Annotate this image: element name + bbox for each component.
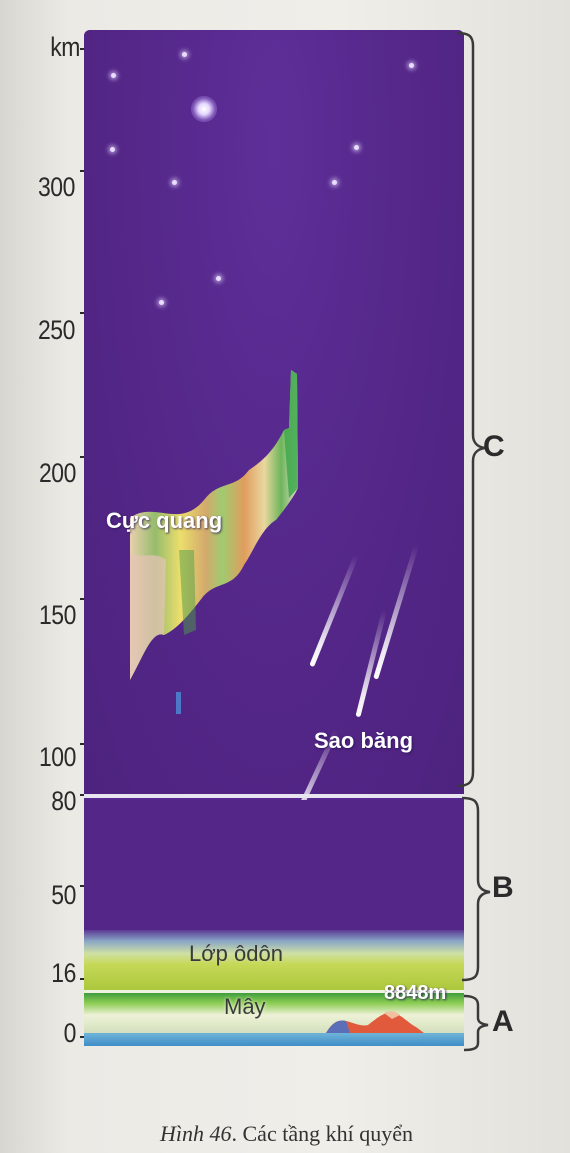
figure-caption: Hình 46. Các tầng khí quyển — [160, 1121, 413, 1147]
earth-surface — [84, 1033, 464, 1046]
axis-tick-label: 200 — [38, 458, 76, 488]
axis-tick-label: 16 — [51, 958, 76, 988]
atmosphere-panel: Cực quang Sao băng Lớp ôdôn Mây 8848m — [84, 30, 464, 1046]
axis-tick-label: 50 — [51, 880, 76, 910]
star-icon — [216, 276, 221, 281]
layer-c-label: C — [483, 430, 505, 463]
layer-c-brace — [456, 31, 486, 788]
everest-height-label: 8848m — [384, 982, 447, 1004]
bright-star-icon — [191, 96, 217, 122]
axis-tick-label: 300 — [37, 172, 75, 202]
mountain-icon — [326, 1011, 424, 1033]
thermosphere-region — [84, 30, 464, 795]
star-icon — [332, 180, 337, 185]
caption-text: . Các tầng khí quyển — [231, 1121, 413, 1146]
clouds-label: Mây — [224, 994, 266, 1019]
star-icon — [111, 73, 116, 78]
ozone-label: Lớp ôdôn — [189, 941, 283, 966]
layer-a-brace — [463, 994, 489, 1052]
star-icon — [110, 147, 115, 152]
stratosphere-upper-region — [84, 800, 464, 930]
axis-tick-label: 0 — [63, 1018, 77, 1048]
star-icon — [159, 300, 164, 305]
axis-tick-label: 150 — [38, 600, 76, 630]
axis-tick-label: 250 — [37, 315, 75, 345]
ozone-layer — [84, 930, 464, 992]
layer-b-label: B — [492, 871, 514, 904]
star-icon — [409, 63, 414, 68]
boundary-80km-line — [84, 794, 464, 798]
star-icon — [172, 180, 177, 185]
axis-tick-label: 100 — [38, 742, 76, 772]
boundary-16km-line — [84, 990, 464, 994]
axis-tick-label: 80 — [51, 786, 76, 816]
star-icon — [182, 52, 187, 57]
aurora-curtain — [130, 370, 298, 714]
aurora-label: Cực quang — [106, 508, 223, 533]
layer-a-label: A — [492, 1005, 514, 1038]
figure-number: Hình 46 — [160, 1121, 232, 1146]
star-icon — [354, 145, 359, 150]
axis-unit-label: km — [50, 32, 80, 62]
meteor-label: Sao băng — [314, 728, 414, 753]
layer-b-brace — [461, 796, 491, 982]
